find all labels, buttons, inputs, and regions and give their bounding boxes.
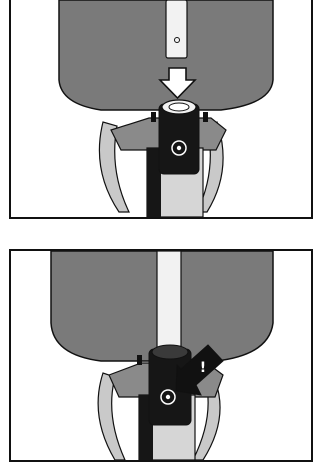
screw-right xyxy=(203,112,208,122)
insert-handle-illustration xyxy=(11,0,311,217)
screw-left xyxy=(151,112,156,122)
locked-handle-illustration: ! xyxy=(11,251,311,460)
illustration-panel-locked: ! xyxy=(9,249,313,462)
handle-tube xyxy=(166,0,187,58)
handle-clamp xyxy=(159,100,199,174)
screw-left xyxy=(137,355,142,365)
handle-tube xyxy=(157,251,181,355)
warning-symbol: ! xyxy=(200,360,206,376)
illustration-panel-insert xyxy=(9,0,313,219)
